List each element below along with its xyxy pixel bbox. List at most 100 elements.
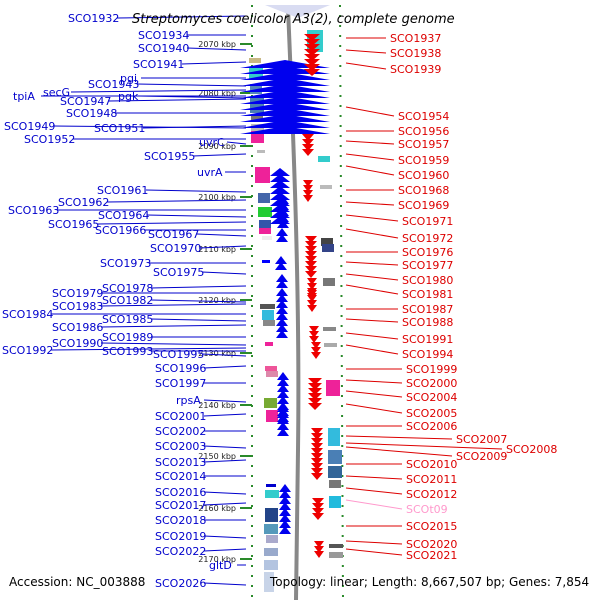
label-leader [203,491,247,495]
gene-block [329,552,343,558]
tick-label: 2070 kbp [198,40,236,49]
forward-arrow [240,120,330,128]
gene-block [326,380,340,396]
reverse-arrow [305,236,317,243]
tick-label: 2100 kbp [198,193,236,202]
gene-block [328,428,340,446]
reverse-arrow [308,388,322,395]
forward-arrow [279,502,291,510]
reverse-arrow [311,448,323,455]
gene-label-left: SCO1948 [66,107,117,120]
label-leader [100,303,247,307]
gene-label-right: SCO2010 [406,458,457,471]
reverse-arrow [307,283,317,290]
forward-arrow [240,90,330,98]
label-leader [345,403,403,414]
gene-block [257,150,265,153]
reverse-arrow [307,278,317,285]
reverse-arrow [303,195,313,202]
label-leader [203,413,247,417]
reverse-arrow [305,271,317,278]
label-leader [146,214,247,218]
forward-arrow [240,72,330,80]
gene-block [266,535,278,543]
label-leader [345,379,403,384]
forward-arrow [276,318,288,326]
gene-label-left: SCO1996 [155,362,206,375]
label-leader [345,435,453,440]
forward-arrow [270,168,290,176]
label-leader [150,299,247,303]
label-leader [150,318,247,322]
gene-block [266,410,278,422]
label-leader [203,399,247,403]
label-leader [136,83,247,87]
gene-block [264,398,277,408]
gene-label-left: SCO2018 [155,514,206,527]
reverse-arrow [311,428,323,435]
gene-block [262,236,272,240]
reverse-arrow [311,352,321,359]
reverse-arrow [311,468,323,475]
label-leader [186,47,247,51]
gene-label-left: SCO2017 [155,499,206,512]
gene-label-left: SCO1967 [148,228,199,241]
forward-arrow [276,324,288,332]
label-leader [201,271,247,275]
label-leader [345,446,453,457]
gene-block [258,207,272,217]
reverse-arrow [303,185,313,192]
label-leader [100,324,247,328]
reverse-arrow [311,473,323,480]
reverse-arrow [308,378,322,385]
forward-arrow [277,220,289,228]
reverse-arrow [305,256,317,263]
label-leader [345,106,395,117]
gene-label-left: SCO1985 [102,313,153,326]
right-rail [339,4,344,600]
forward-arrow [275,262,287,270]
gene-block [250,84,262,94]
reverse-arrow [304,54,320,61]
gene-label-left: SCO1990 [52,337,103,350]
reverse-arrow [303,190,313,197]
gene-label-left: pgk [118,90,139,103]
tick-label: 2170 kbp [198,555,236,564]
gene-label-right: SCO1971 [402,215,453,228]
label-leader [145,189,247,193]
label-leader [345,261,399,266]
forward-arrow [277,422,289,430]
gene-label-left: SCO1984 [2,308,53,321]
reverse-arrow [302,139,314,146]
gene-label-left: SCO2019 [155,530,206,543]
reverse-arrow [309,331,319,338]
gene-label-right: SCO2020 [406,538,457,551]
gene-label-left: SCO1932 [68,12,119,25]
forward-arrow [279,520,291,528]
label-leader [345,273,399,281]
reverse-arrow [307,295,317,302]
gene-block [324,343,337,347]
gene-label-right: SCO2012 [406,488,457,501]
reverse-arrow [308,383,322,390]
gene-label-right: SCO2006 [406,420,457,433]
reverse-arrow [312,513,324,520]
forward-arrow [277,396,289,404]
gene-label-left: SCO2001 [155,410,206,423]
label-leader [345,62,387,70]
forward-arrow [276,294,288,302]
gene-label-left: SCO1992 [2,344,53,357]
gene-label-right: SCO2021 [406,549,457,562]
gene-block [263,320,275,326]
label-leader-lines [41,15,503,586]
gene-label-right: SCO2005 [406,407,457,420]
forward-arrow [277,196,289,204]
label-leader [345,284,399,295]
label-leader [138,95,247,99]
gene-label-left: SCO1934 [138,29,189,42]
forward-arrow [277,404,289,412]
label-leader [345,165,395,176]
gene-label-right: SCO1972 [402,232,453,245]
gene-label-left: SCO1982 [102,294,153,307]
